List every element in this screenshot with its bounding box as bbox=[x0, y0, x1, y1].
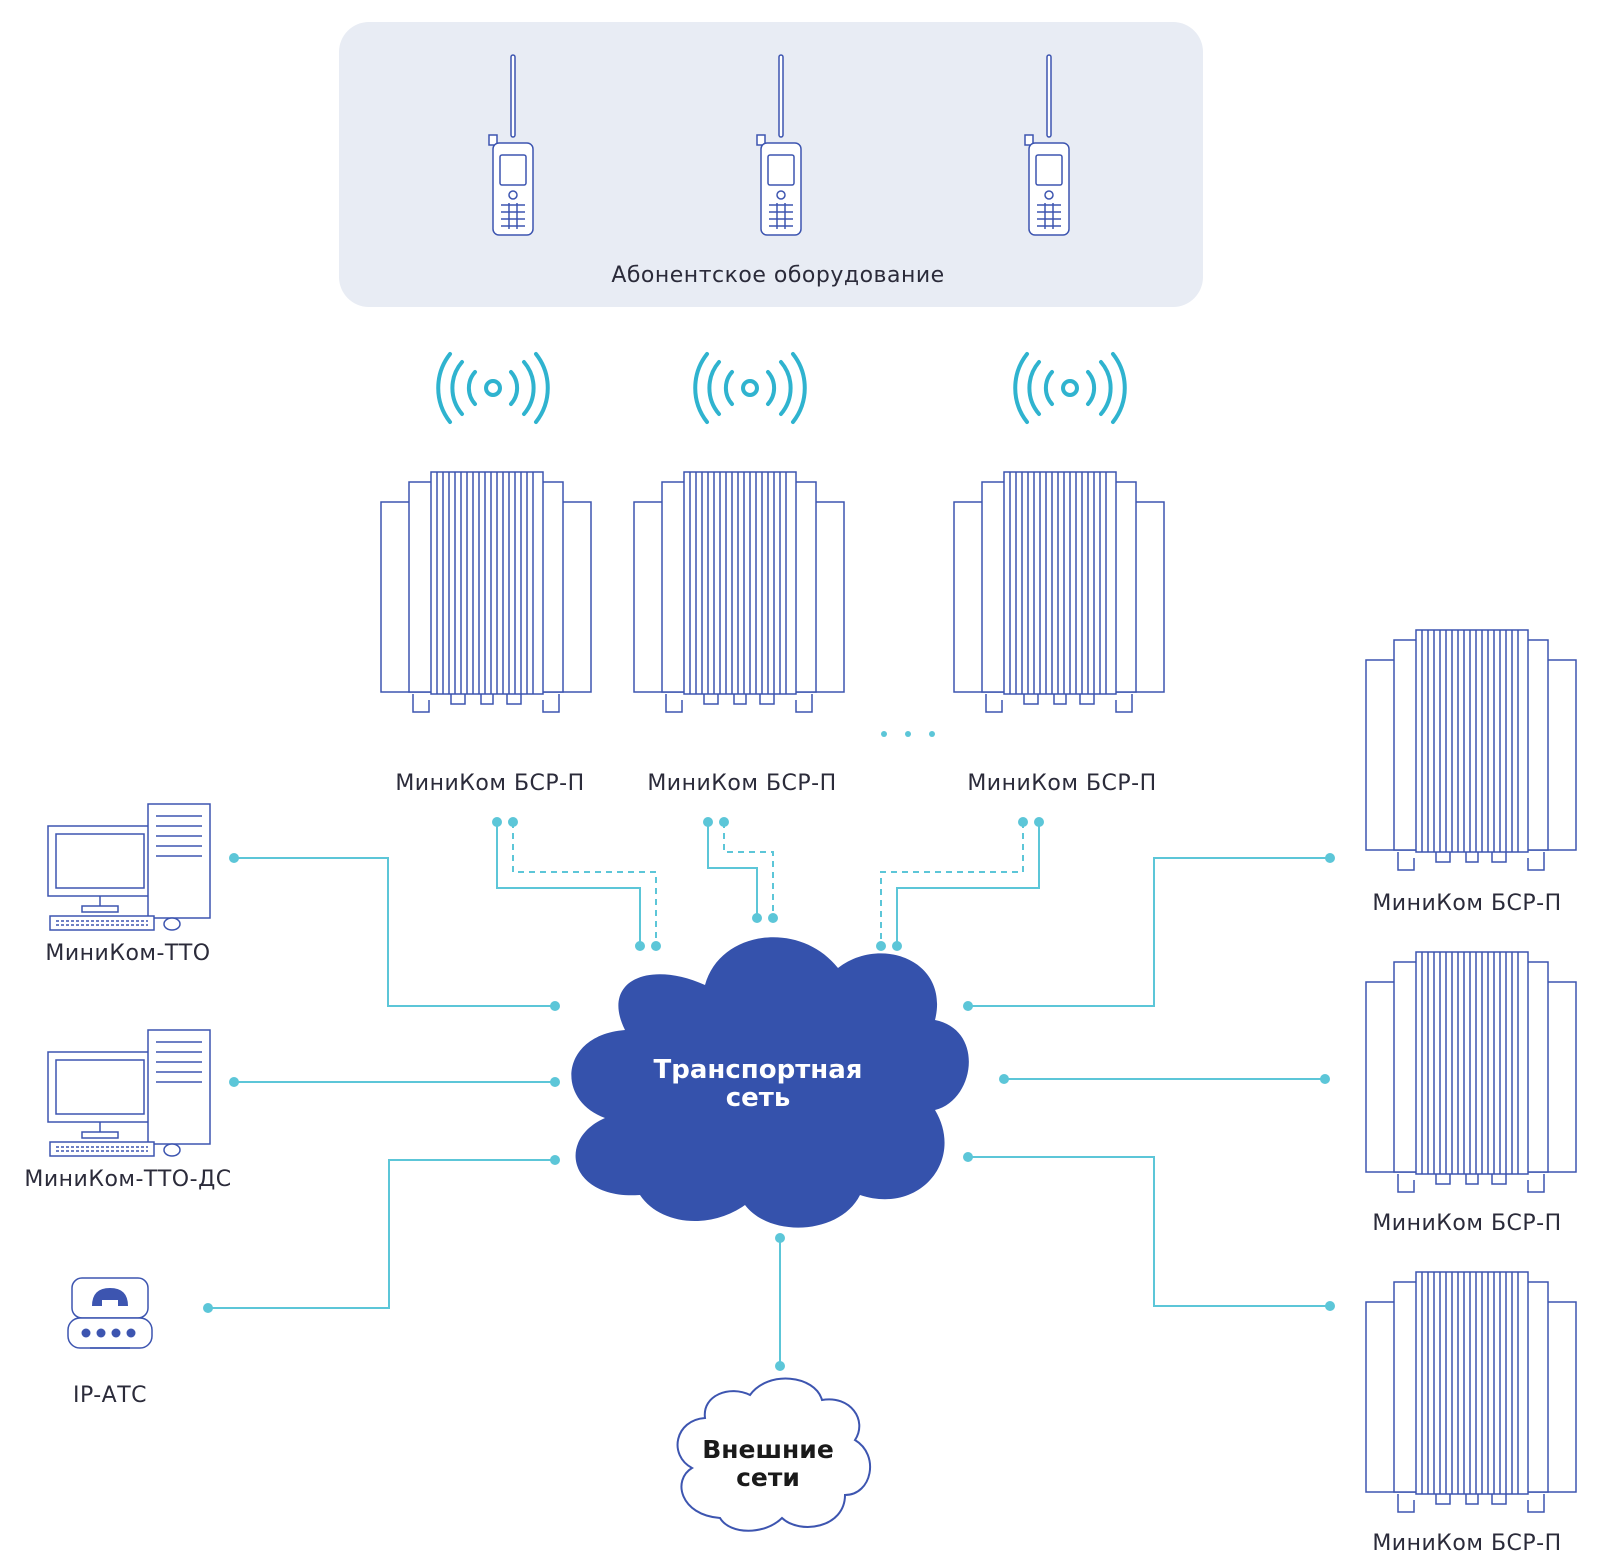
transport-network-label: сеть bbox=[726, 1083, 791, 1113]
connection-lines bbox=[208, 822, 1330, 1366]
wireless-icon bbox=[1013, 352, 1127, 424]
left-device-label: МиниКом-ТТО bbox=[45, 941, 210, 966]
left-device-label: IP-АТС bbox=[73, 1383, 147, 1408]
connection-dots bbox=[203, 817, 1335, 1371]
transport-network-cloud: Транспортная сеть bbox=[571, 937, 969, 1228]
transport-network-label: Транспортная bbox=[654, 1055, 863, 1085]
base-station-icon bbox=[953, 471, 1165, 713]
wireless-icon bbox=[436, 352, 550, 424]
base-station-icon bbox=[380, 471, 592, 713]
ip-pbx-icon bbox=[67, 1277, 153, 1349]
base-station-icon bbox=[1365, 951, 1577, 1193]
wireless-icon bbox=[693, 352, 807, 424]
base-station-icon bbox=[1365, 1271, 1577, 1513]
external-networks-label: Внешние bbox=[702, 1435, 834, 1464]
left-device-label: МиниКом-ТТО-ДС bbox=[24, 1167, 231, 1192]
base-station-label: МиниКом БСР-П bbox=[1372, 891, 1561, 916]
base-station-label: МиниКом БСР-П bbox=[967, 771, 1156, 796]
external-networks-cloud: Внешние сети bbox=[676, 1377, 872, 1532]
base-station-label: МиниКом БСР-П bbox=[1372, 1531, 1561, 1556]
workstation-icon bbox=[47, 803, 211, 931]
external-networks-label: сети bbox=[736, 1463, 800, 1492]
base-station-label: МиниКом БСР-П bbox=[647, 771, 836, 796]
base-station-label: МиниКом БСР-П bbox=[395, 771, 584, 796]
workstation-icon bbox=[47, 1029, 211, 1157]
ellipsis-dots bbox=[881, 731, 935, 737]
base-station-icon bbox=[633, 471, 845, 713]
base-station-icon bbox=[1365, 629, 1577, 871]
base-station-label: МиниКом БСР-П bbox=[1372, 1211, 1561, 1236]
subscriber-panel-label: Абонентское оборудование bbox=[611, 263, 944, 288]
